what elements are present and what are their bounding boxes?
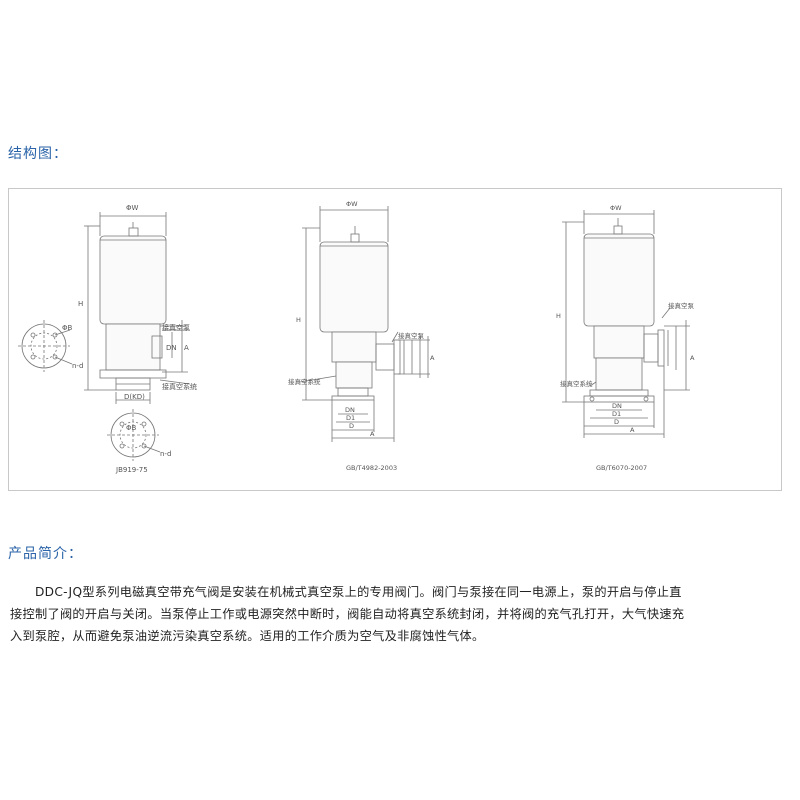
d2-pump-label: 接真空泵	[398, 331, 425, 340]
d2-side-a: A	[430, 354, 435, 362]
d2-height-dim: H	[296, 316, 301, 324]
d3-system-label: 接真空系统	[560, 379, 593, 388]
d3-height-dim: H	[556, 312, 561, 320]
d1-flange-b: ΦB	[62, 324, 73, 332]
d2-system-label: 接真空系统	[288, 377, 321, 386]
d2-dn: DN	[345, 406, 355, 414]
d3-side-a: A	[690, 354, 695, 362]
d2-caption: GB/T4982-2003	[346, 464, 397, 472]
d3-d: D	[614, 418, 619, 426]
d3-top-dim: ΦW	[610, 204, 622, 212]
d1-dn: DN	[166, 344, 177, 352]
d1-pump-label: 接真空泵	[162, 323, 190, 332]
drawing-1-valve	[18, 212, 191, 461]
intro-section-title: 产品简介：	[8, 546, 83, 562]
d3-dn: DN	[612, 402, 622, 410]
product-intro-text: DDC-JQ型系列电磁真空带充气阀是安装在机械式真空泵上的专用阀门。阀门与泵接在…	[10, 585, 685, 643]
d1-base-dim: D(KD)	[124, 393, 145, 401]
d3-caption: GB/T6070-2007	[596, 464, 647, 472]
d3-a: A	[630, 426, 635, 434]
d1-bottom-b: ΦB	[126, 424, 137, 432]
d1-a: A	[184, 344, 189, 352]
d2-top-dim: ΦW	[346, 200, 358, 208]
drawing-2-valve	[299, 206, 430, 442]
d3-d1: D1	[612, 410, 621, 418]
d1-flange-nd: n-d	[72, 362, 83, 370]
d2-a: A	[370, 430, 375, 438]
d1-height-dim: H	[78, 300, 83, 308]
d1-system-label: 接真空系统	[162, 382, 197, 391]
d1-top-dim: ΦW	[126, 204, 139, 212]
d1-caption: JB919-75	[115, 466, 148, 474]
structure-section-title: 结构图：	[8, 146, 68, 162]
drawing-3-valve	[562, 210, 690, 438]
structure-drawing-frame	[8, 188, 782, 491]
d1-bottom-nd: n-d	[160, 450, 171, 458]
d2-d1: D1	[346, 414, 355, 422]
d2-d: D	[349, 422, 354, 430]
d3-pump-label: 接真空泵	[668, 301, 695, 310]
